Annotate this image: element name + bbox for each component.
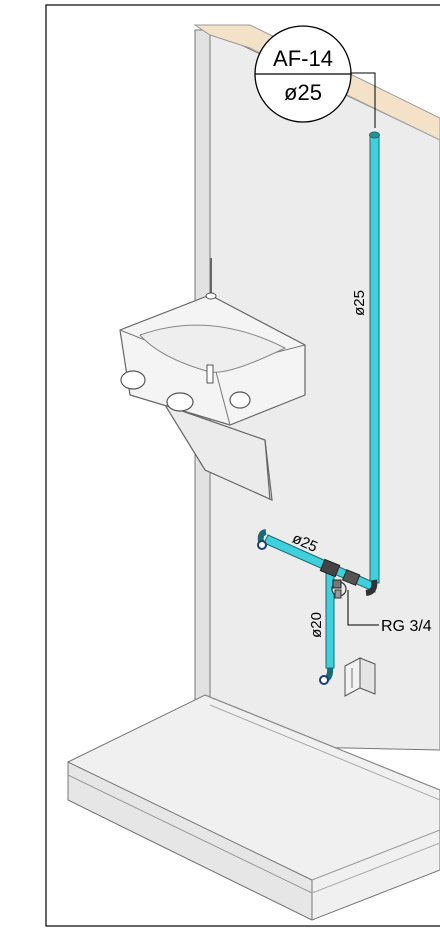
- riser-pipe-cap: [369, 131, 380, 139]
- fitting-label: RG 3/4: [381, 618, 432, 635]
- socket-box: [344, 657, 376, 697]
- drawing-frame: [45, 4, 440, 927]
- wall-skirting: [204, 694, 440, 801]
- tag-code: AF-14: [273, 46, 333, 71]
- drop-diameter-label: ø20: [308, 612, 325, 638]
- riser-diameter-label: ø25: [351, 290, 368, 316]
- drinking-fountain: [119, 258, 306, 501]
- floor-slab: [67, 694, 440, 921]
- riser-elbow: [365, 579, 378, 596]
- leader-lines: [347, 72, 379, 626]
- pipe-tag-bubble: AF-14 ø25: [254, 25, 352, 123]
- valve-fitting: [319, 558, 361, 599]
- tag-diameter: ø25: [284, 80, 322, 105]
- riser-pipe: [369, 134, 380, 584]
